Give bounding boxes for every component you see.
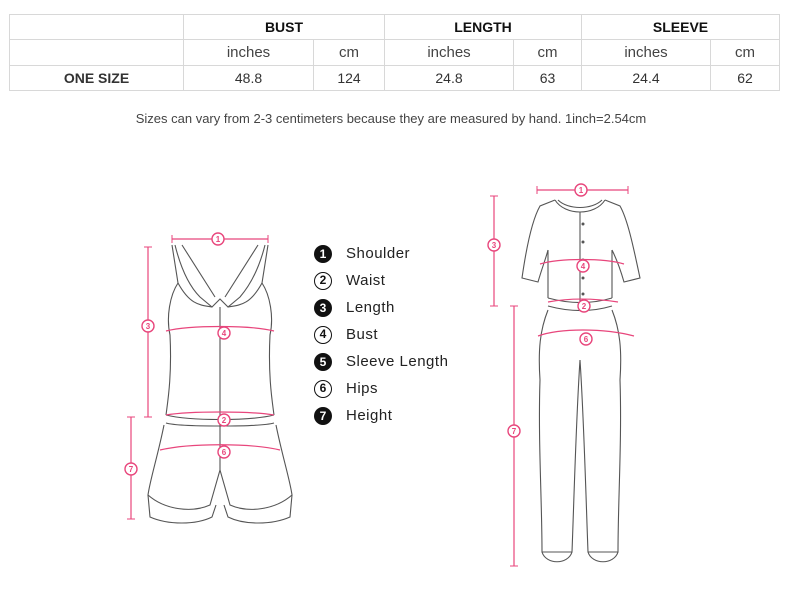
legend-item: 3 Length [314, 294, 448, 321]
jumpsuit-hips-line [537, 329, 635, 337]
jumpsuit-marker-height [507, 424, 521, 438]
legend-number: 3 [314, 298, 332, 317]
table-header-row: BUST LENGTH SLEEVE [9, 14, 780, 40]
value-cell: 24.4 [581, 65, 711, 91]
legend-label: Shoulder [346, 245, 411, 262]
romper-marker-label: 1 [216, 235, 221, 244]
size-table: BUST LENGTH SLEEVE inches cm inches cm i… [9, 14, 780, 91]
legend-number: 2 [314, 271, 332, 290]
romper-marker-label: 7 [129, 465, 134, 474]
romper-marker-label: 4 [222, 329, 227, 338]
jumpsuit-marker-label: 6 [584, 335, 589, 344]
table-row: ONE SIZE 48.8 124 24.8 63 24.4 62 [9, 65, 780, 91]
measurement-legend: 1 Shoulder 2 Waist 3 Length 4 Bust 5 Sle… [314, 240, 448, 429]
romper-marker-length [141, 319, 155, 333]
header-bust: BUST [183, 14, 385, 40]
jumpsuit-marker-label: 7 [512, 427, 517, 436]
jumpsuit-outline [521, 199, 641, 563]
legend-number: 1 [314, 244, 332, 263]
legend-label: Bust [346, 326, 379, 343]
jumpsuit-marker-label: 4 [581, 262, 586, 271]
romper-marker-label: 2 [222, 416, 227, 425]
romper-marker-shoulder [211, 232, 225, 246]
romper-marker-waist [217, 413, 231, 427]
jumpsuit-marker-bust [576, 259, 590, 273]
unit-cell: cm [313, 39, 385, 66]
romper-marker-bust [217, 326, 231, 340]
row-label: ONE SIZE [9, 65, 184, 91]
unit-cell: cm [513, 39, 582, 66]
romper-marker-hips [217, 445, 231, 459]
unit-cell: cm [710, 39, 780, 66]
unit-cell: inches [183, 39, 314, 66]
header-length: LENGTH [384, 14, 582, 40]
value-cell: 124 [313, 65, 385, 91]
table-units-row: inches cm inches cm inches cm [9, 39, 780, 66]
legend-item: 5 Sleeve Length [314, 348, 448, 375]
legend-number: 6 [314, 379, 332, 398]
jumpsuit-diagram: 1 3 4 2 6 7 [487, 183, 641, 567]
legend-label: Sleeve Length [346, 353, 449, 370]
unit-cell: inches [581, 39, 711, 66]
jumpsuit-marker-waist [577, 299, 591, 313]
romper-marker-label: 3 [146, 322, 151, 331]
legend-item: 7 Height [314, 402, 448, 429]
legend-item: 1 Shoulder [314, 240, 448, 267]
romper-marker-height [124, 462, 138, 476]
jumpsuit-marker-hips [579, 332, 593, 346]
jumpsuit-marker-label: 1 [579, 186, 584, 195]
table-units-corner [9, 39, 184, 66]
value-cell: 63 [513, 65, 582, 91]
legend-number: 4 [314, 325, 332, 344]
romper-hips-line [159, 444, 281, 451]
jumpsuit-marker-label: 2 [582, 302, 587, 311]
jumpsuit-marker-label: 3 [492, 241, 497, 250]
value-cell: 48.8 [183, 65, 314, 91]
romper-outline [147, 244, 293, 524]
romper-diagram: 1 3 4 2 6 7 [124, 232, 293, 524]
romper-waist-line [165, 411, 275, 416]
legend-label: Height [346, 407, 393, 424]
romper-marker-label: 6 [222, 448, 227, 457]
measurement-note: Sizes can vary from 2-3 centimeters beca… [135, 111, 647, 126]
header-sleeve: SLEEVE [581, 14, 780, 40]
romper-bust-line [165, 325, 275, 332]
legend-number: 7 [314, 406, 332, 425]
table-corner-cell [9, 14, 184, 40]
legend-item: 2 Waist [314, 267, 448, 294]
unit-cell: inches [384, 39, 514, 66]
legend-label: Waist [346, 272, 386, 289]
legend-label: Length [346, 299, 395, 316]
jumpsuit-marker-shoulder [574, 183, 588, 197]
legend-item: 4 Bust [314, 321, 448, 348]
jumpsuit-waist-line [547, 298, 619, 303]
value-cell: 24.8 [384, 65, 514, 91]
value-cell: 62 [710, 65, 780, 91]
jumpsuit-marker-length [487, 238, 501, 252]
legend-number: 5 [314, 352, 332, 371]
legend-label: Hips [346, 380, 379, 397]
legend-item: 6 Hips [314, 375, 448, 402]
